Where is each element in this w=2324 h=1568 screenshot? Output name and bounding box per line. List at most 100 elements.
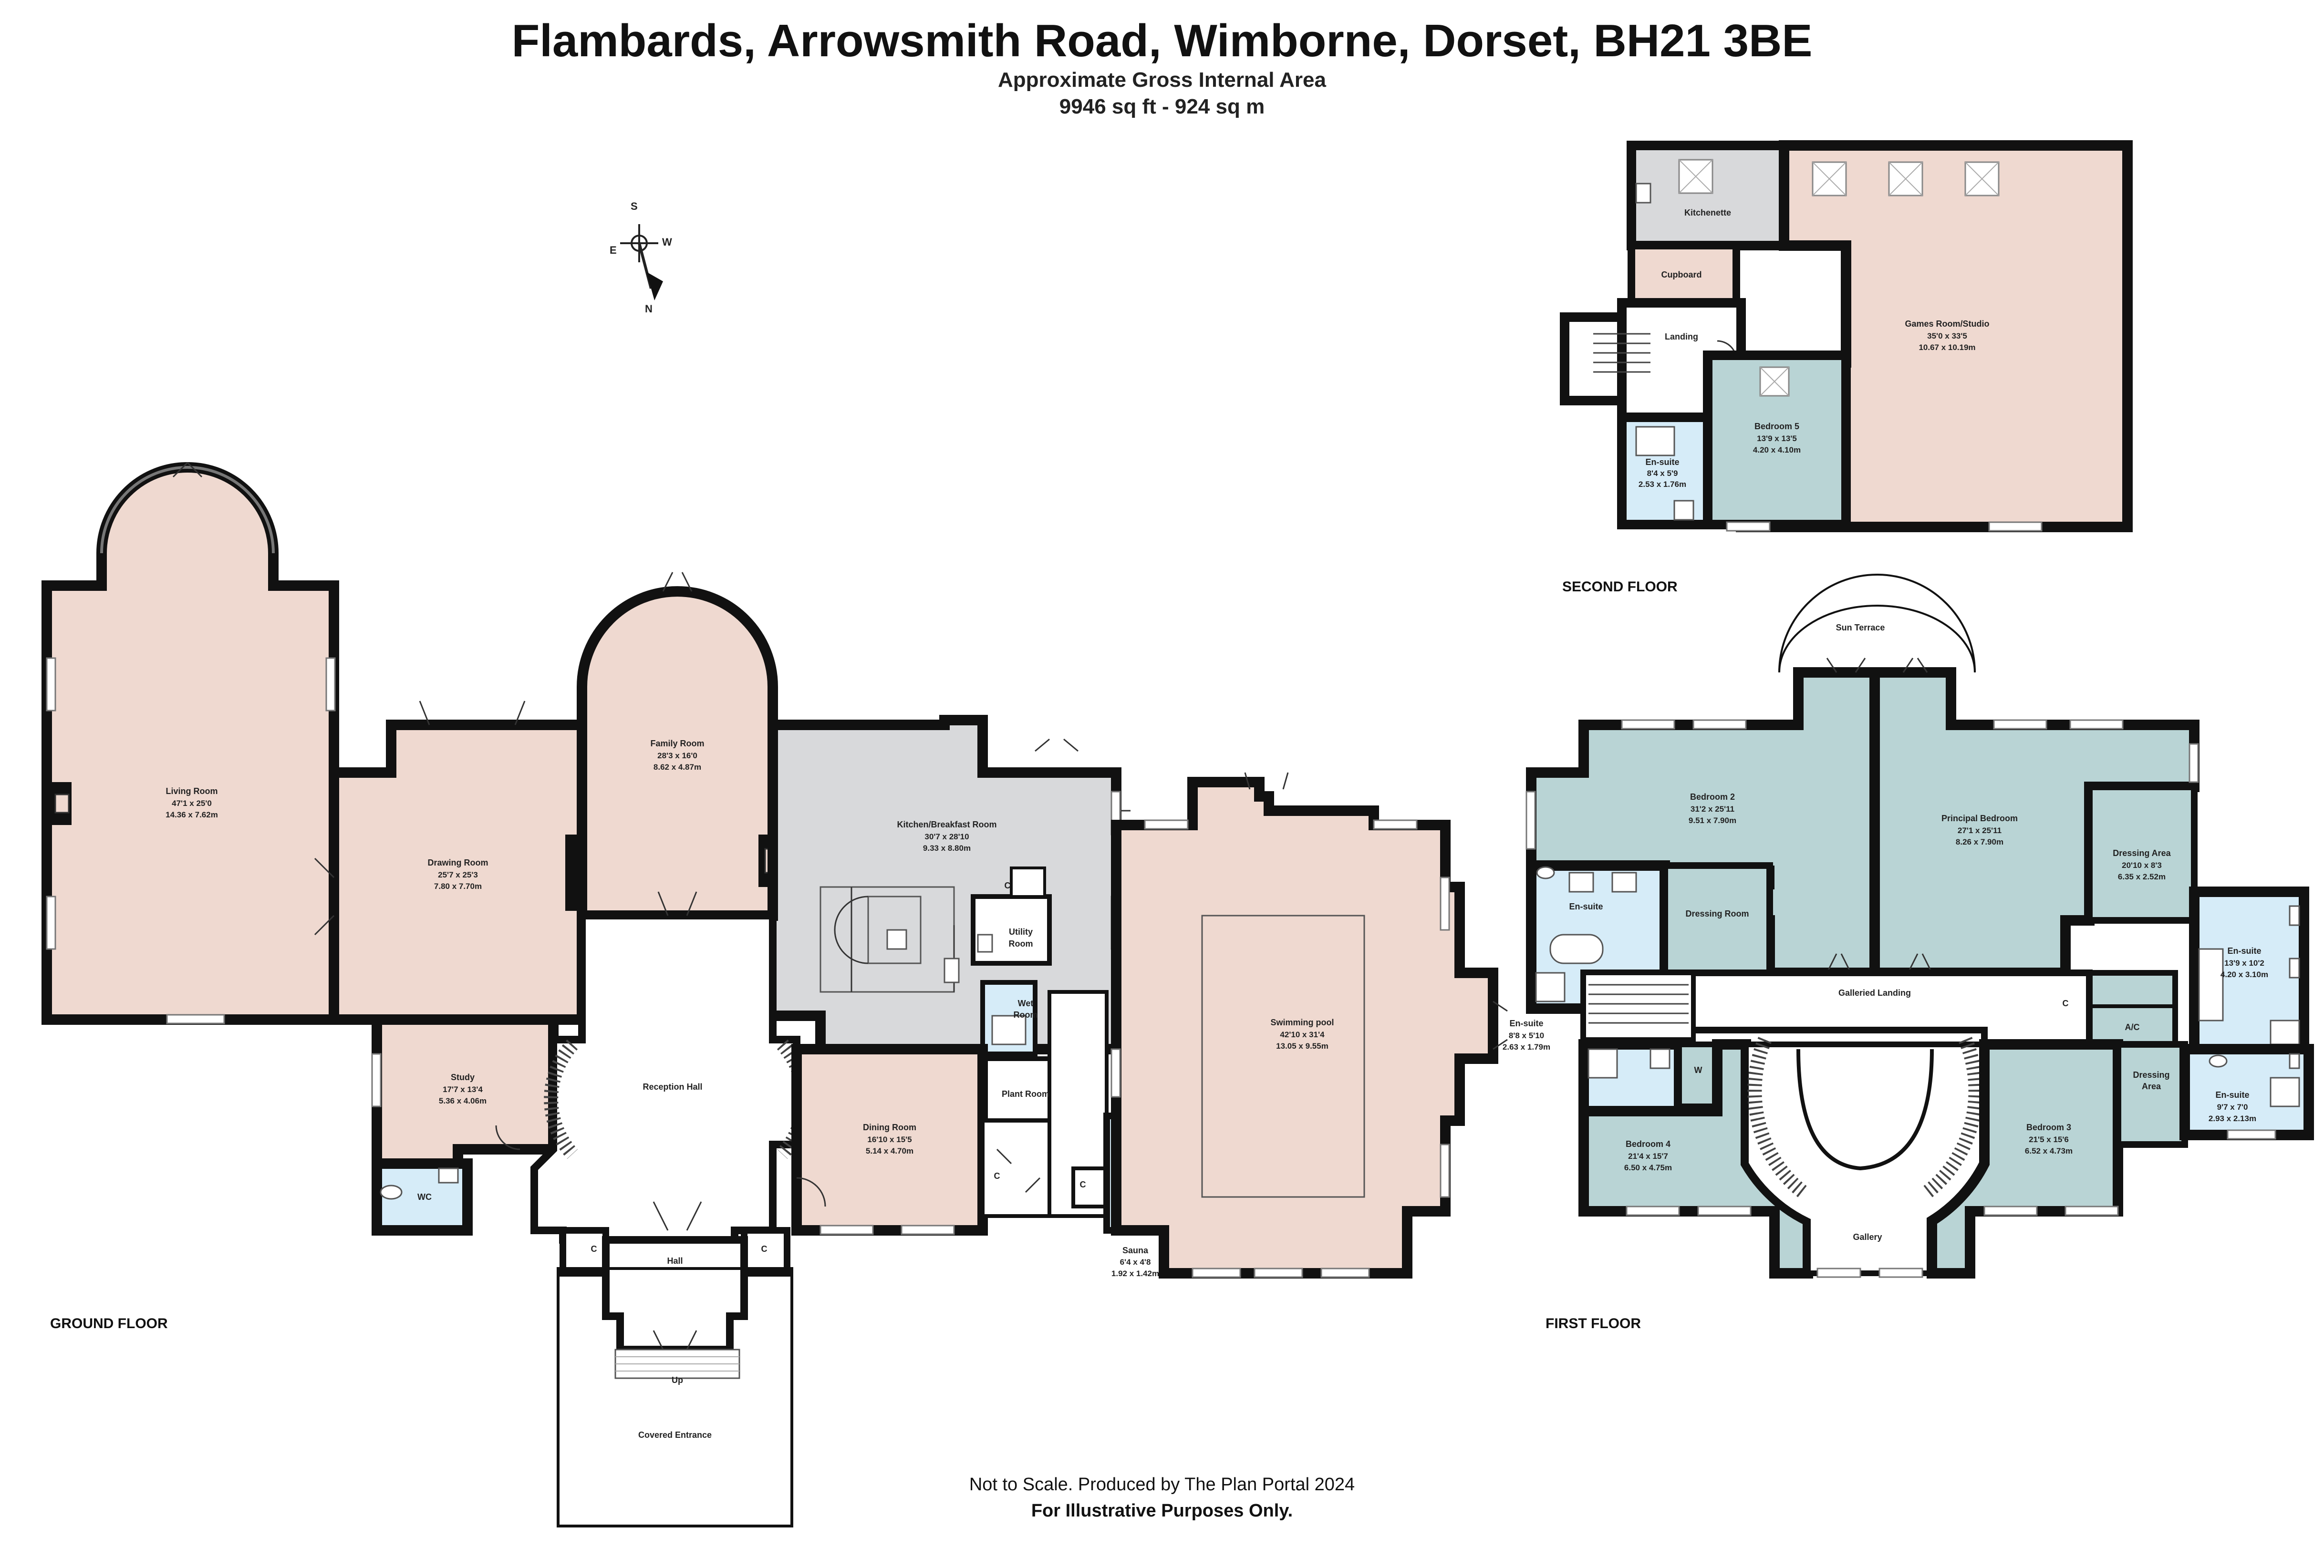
cupboard-c-corridor-2: C bbox=[1080, 1180, 1086, 1189]
dressing-area-2-label-2: Area bbox=[2142, 1082, 2161, 1091]
drawing-room-metric: 7.80 x 7.70m bbox=[434, 882, 482, 891]
plan-title: Flambards, Arrowsmith Road, Wimborne, Do… bbox=[512, 15, 1813, 66]
bedroom-4-metric: 6.50 x 4.75m bbox=[1624, 1163, 1672, 1172]
dressing-area-bedroom3 bbox=[2115, 1041, 2188, 1148]
bedroom-3-label: Bedroom 3 bbox=[2026, 1123, 2071, 1132]
second-floor-plan: Kitchenette Cupboard Landing Games Room/… bbox=[1560, 140, 2133, 595]
drawing-room-label: Drawing Room bbox=[427, 858, 488, 867]
wet-room-label-2: Room bbox=[1014, 1010, 1038, 1020]
kitchen-label: Kitchen/Breakfast Room bbox=[897, 820, 996, 829]
ensuite-2-label: En-suite bbox=[2227, 946, 2261, 956]
ensuite-1-label: En-suite bbox=[1569, 902, 1603, 911]
kitchen-metric: 9.33 x 8.80m bbox=[923, 844, 971, 853]
bedroom-3-metric: 6.52 x 4.73m bbox=[2025, 1146, 2073, 1155]
swimming-pool-area bbox=[1111, 777, 1498, 1279]
study-label: Study bbox=[451, 1073, 475, 1082]
family-room-area bbox=[577, 586, 778, 921]
ensuite-5-imperial: 8'4 x 5'9 bbox=[1647, 469, 1678, 478]
ensuite-2-imperial: 13'9 x 10'2 bbox=[2224, 959, 2264, 968]
bedroom-2-metric: 9.51 x 7.90m bbox=[1689, 816, 1736, 825]
compass-e: E bbox=[610, 244, 617, 256]
ground-floor-label: GROUND FLOOR bbox=[50, 1316, 168, 1331]
games-room-metric: 10.67 x 10.19m bbox=[1919, 343, 1975, 352]
dining-room-imperial: 16'10 x 15'5 bbox=[867, 1135, 912, 1144]
w-label: W bbox=[1694, 1065, 1702, 1075]
plan-area: 9946 sq ft - 924 sq m bbox=[1059, 95, 1265, 118]
games-room-label: Games Room/Studio bbox=[1905, 319, 1989, 329]
bedroom-4-label: Bedroom 4 bbox=[1626, 1139, 1670, 1149]
ensuite-4-imperial: 9'7 x 7'0 bbox=[2217, 1103, 2248, 1112]
bedroom-2-label: Bedroom 2 bbox=[1690, 792, 1735, 802]
second-floor-label: SECOND FLOOR bbox=[1562, 579, 1678, 595]
cupboard-label: Cupboard bbox=[1661, 270, 1702, 279]
footer-illustrative-note: For Illustrative Purposes Only. bbox=[1031, 1501, 1293, 1521]
ensuite-2-metric: 4.20 x 3.10m bbox=[2220, 970, 2268, 979]
plant-room-label: Plant Room bbox=[1002, 1089, 1049, 1099]
utility-label-1: Utility bbox=[1009, 927, 1033, 937]
ensuite-3-imperial: 8'8 x 5'10 bbox=[1509, 1031, 1544, 1040]
bedroom-5-label: Bedroom 5 bbox=[1754, 422, 1799, 431]
sauna-metric: 1.92 x 1.42m bbox=[1111, 1269, 1159, 1278]
dining-room-metric: 5.14 x 4.70m bbox=[866, 1146, 913, 1155]
pool-metric: 13.05 x 9.55m bbox=[1276, 1042, 1328, 1051]
wet-room-label-1: Wet bbox=[1018, 999, 1034, 1008]
sauna-imperial: 6'4 x 4'8 bbox=[1120, 1258, 1151, 1267]
first-floor-plan: Sun Terrace Bedroom 2 31'2 x 25'11 9.51 … bbox=[1503, 574, 2314, 1331]
ac-label: A/C bbox=[2125, 1022, 2140, 1032]
wc-label: WC bbox=[417, 1192, 432, 1202]
compass-n: N bbox=[645, 303, 653, 315]
utility-label-2: Room bbox=[1009, 939, 1033, 949]
living-room-area bbox=[42, 462, 339, 1025]
compass-s: S bbox=[631, 200, 638, 212]
ensuite-4-metric: 2.93 x 2.13m bbox=[2209, 1114, 2256, 1123]
plan-subtitle: Approximate Gross Internal Area bbox=[998, 68, 1326, 92]
family-room-label: Family Room bbox=[650, 739, 704, 748]
dining-room-label: Dining Room bbox=[863, 1123, 916, 1132]
kitchen-imperial: 30'7 x 28'10 bbox=[924, 832, 969, 841]
compass-w: W bbox=[662, 236, 672, 248]
reception-hall-label: Reception Hall bbox=[643, 1082, 702, 1092]
pool-imperial: 42'10 x 31'4 bbox=[1280, 1030, 1325, 1039]
cupboard-c-landing: C bbox=[2063, 999, 2069, 1008]
landing-label: Landing bbox=[1665, 332, 1698, 341]
compass-icon: S E W N bbox=[610, 200, 672, 315]
first-floor-label: FIRST FLOOR bbox=[1546, 1316, 1641, 1331]
bedroom-3-imperial: 21'5 x 15'6 bbox=[2029, 1135, 2069, 1144]
living-room-imperial: 47'1 x 25'0 bbox=[172, 799, 212, 808]
cupboard-c-kitchen: C bbox=[1005, 881, 1011, 890]
dining-room-area bbox=[791, 1044, 988, 1236]
galleried-landing-label: Galleried Landing bbox=[1838, 988, 1911, 998]
ensuite-3-label: En-suite bbox=[1509, 1019, 1543, 1028]
sauna-label: Sauna bbox=[1122, 1246, 1149, 1255]
drawing-room-imperial: 25'7 x 25'3 bbox=[438, 870, 478, 879]
games-room-imperial: 35'0 x 33'5 bbox=[1927, 331, 1967, 340]
up-label: Up bbox=[672, 1375, 683, 1385]
cupboard-c-hall-right: C bbox=[761, 1244, 768, 1254]
bedroom-5-metric: 4.20 x 4.10m bbox=[1753, 445, 1801, 454]
study-imperial: 17'7 x 13'4 bbox=[443, 1085, 483, 1094]
family-room-metric: 8.62 x 4.87m bbox=[654, 763, 701, 772]
covered-entrance-label: Covered Entrance bbox=[638, 1430, 712, 1440]
dressing-area-1-label: Dressing Area bbox=[2113, 848, 2171, 858]
hall-label: Hall bbox=[667, 1256, 683, 1266]
ensuite-4-label: En-suite bbox=[2215, 1090, 2249, 1100]
dressing-area-1-imperial: 20'10 x 8'3 bbox=[2122, 861, 2162, 870]
principal-bedroom-label: Principal Bedroom bbox=[1941, 814, 2018, 823]
bedroom-2-imperial: 31'2 x 25'11 bbox=[1691, 805, 1734, 814]
dressing-room-label: Dressing Room bbox=[1685, 909, 1749, 918]
dressing-area-principal bbox=[2086, 784, 2198, 924]
footer-scale-note: Not to Scale. Produced by The Plan Porta… bbox=[969, 1475, 1355, 1495]
family-room-imperial: 28'3 x 16'0 bbox=[657, 751, 697, 760]
principal-bedroom-imperial: 27'1 x 25'11 bbox=[1958, 826, 2002, 835]
kitchenette-label: Kitchenette bbox=[1684, 208, 1731, 217]
ground-floor-plan: Living Room 47'1 x 25'0 14.36 x 7.62m Dr… bbox=[42, 462, 1508, 1527]
bedroom-3-area bbox=[1927, 1039, 2123, 1279]
cupboard-c-hall-left: C bbox=[591, 1244, 597, 1254]
living-room-label: Living Room bbox=[166, 786, 218, 796]
dressing-area-2-label-1: Dressing bbox=[2133, 1070, 2169, 1080]
gallery-label: Gallery bbox=[1853, 1232, 1882, 1242]
bedroom-4-imperial: 21'4 x 15'7 bbox=[1628, 1152, 1668, 1161]
dressing-room-area bbox=[1661, 862, 1773, 976]
bedroom-5-imperial: 13'9 x 13'5 bbox=[1757, 434, 1797, 443]
